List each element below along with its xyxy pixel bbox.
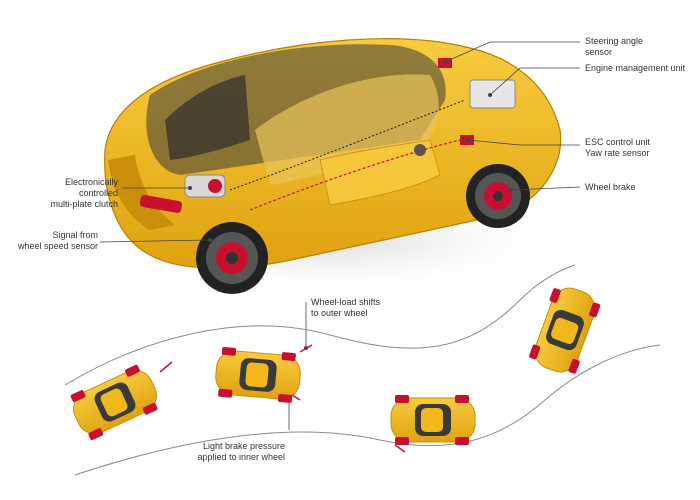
- road-curve: [64, 264, 661, 476]
- car-position-1: [65, 361, 165, 443]
- car-position-4: [526, 281, 604, 379]
- front-wheel: [466, 164, 530, 228]
- label-engine-management-unit: Engine management unit: [585, 63, 686, 73]
- engine-management-unit: [469, 79, 516, 109]
- main-car-illustration: [104, 38, 562, 294]
- label-wheel-brake: Wheel brake: [585, 182, 636, 192]
- car-position-3: [390, 394, 476, 446]
- car-position-2: [213, 345, 303, 405]
- force-arrows: [159, 344, 406, 453]
- multi-plate-clutch: [184, 174, 226, 198]
- leader-lines: [99, 41, 581, 430]
- rear-wheel: [196, 222, 268, 294]
